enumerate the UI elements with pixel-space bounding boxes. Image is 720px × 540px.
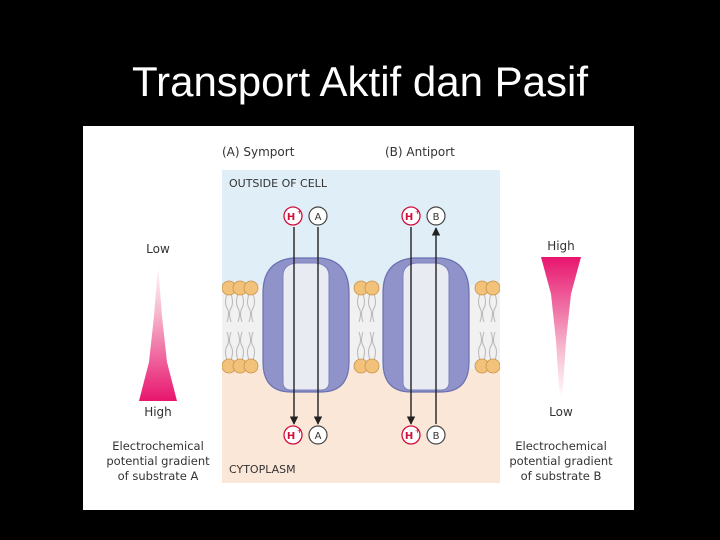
panel-a-label: (A) Symport <box>222 145 295 159</box>
cytoplasm-label: CYTOPLASM <box>229 463 296 476</box>
svg-text:H: H <box>405 212 413 223</box>
gradient-b-caption-3: of substrate B <box>521 469 602 483</box>
lipid-head <box>243 280 259 296</box>
lipid-tail <box>478 293 486 323</box>
lipid-tail <box>478 331 486 361</box>
gradient-a-caption-2: potential gradient <box>106 454 210 468</box>
lipid-head <box>485 280 500 296</box>
symporter-protein <box>262 257 350 393</box>
proton-inside-symport: H + <box>283 425 303 445</box>
lipid-tail <box>247 331 255 361</box>
gradient-b-caption-2: potential gradient <box>509 454 613 468</box>
antiporter-protein <box>382 257 470 393</box>
outside-label: OUTSIDE OF CELL <box>229 177 328 190</box>
gradient-a-arrow <box>139 264 177 401</box>
lipid-tail <box>489 331 497 361</box>
svg-text:+: + <box>415 209 420 216</box>
slide-title: Transport Aktif dan Pasif <box>132 58 588 105</box>
svg-text:H: H <box>287 431 295 442</box>
lipid-tail <box>489 293 497 323</box>
lipid-bilayer <box>222 280 500 374</box>
lipid-tail <box>368 293 376 323</box>
svg-text:B: B <box>433 212 440 223</box>
svg-text:+: + <box>297 428 302 435</box>
lipid-head <box>485 358 500 374</box>
gradient-b-caption-1: Electrochemical <box>515 439 607 453</box>
lipid-tail <box>247 293 255 323</box>
gradient-indicator-a: Low High Electrochemical potential gradi… <box>106 242 210 483</box>
proton-inside-antiport: H + <box>401 425 421 445</box>
gradient-b-top-label: High <box>547 239 575 253</box>
substrate-a-outside: A <box>308 206 328 226</box>
figure-panel: (A) Symport (B) Antiport OUTSIDE OF CELL… <box>83 126 634 510</box>
proton-outside-symport: H + <box>283 206 303 226</box>
svg-text:B: B <box>433 431 440 442</box>
transport-diagram: (A) Symport (B) Antiport OUTSIDE OF CELL… <box>106 145 613 483</box>
substrate-b-inside: B <box>426 425 446 445</box>
lipid-tail <box>236 293 244 323</box>
svg-text:+: + <box>415 428 420 435</box>
lipid-tail <box>357 331 365 361</box>
gradient-b-arrow <box>541 257 581 398</box>
lipid-tail <box>236 331 244 361</box>
svg-text:H: H <box>405 431 413 442</box>
lipid-head <box>243 358 259 374</box>
svg-text:A: A <box>315 431 322 442</box>
panel-b-label: (B) Antiport <box>385 145 455 159</box>
svg-text:H: H <box>287 212 295 223</box>
gradient-a-caption-3: of substrate A <box>118 469 199 483</box>
gradient-a-bottom-label: High <box>144 405 172 419</box>
gradient-indicator-b: High Low Electrochemical potential gradi… <box>509 239 613 483</box>
gradient-a-top-label: Low <box>146 242 170 256</box>
substrate-b-outside: B <box>426 206 446 226</box>
gradient-a-caption-1: Electrochemical <box>112 439 204 453</box>
lipid-tail <box>225 331 233 361</box>
proton-outside-antiport: H + <box>401 206 421 226</box>
lipid-tail <box>368 331 376 361</box>
lipid-head <box>364 358 380 374</box>
substrate-a-inside: A <box>308 425 328 445</box>
svg-text:+: + <box>297 209 302 216</box>
lipid-tail <box>357 293 365 323</box>
lipid-tail <box>225 293 233 323</box>
lipid-head <box>364 280 380 296</box>
antiport-arrows <box>406 227 441 425</box>
svg-text:A: A <box>315 212 322 223</box>
symport-arrows <box>289 227 323 425</box>
gradient-b-bottom-label: Low <box>549 405 573 419</box>
